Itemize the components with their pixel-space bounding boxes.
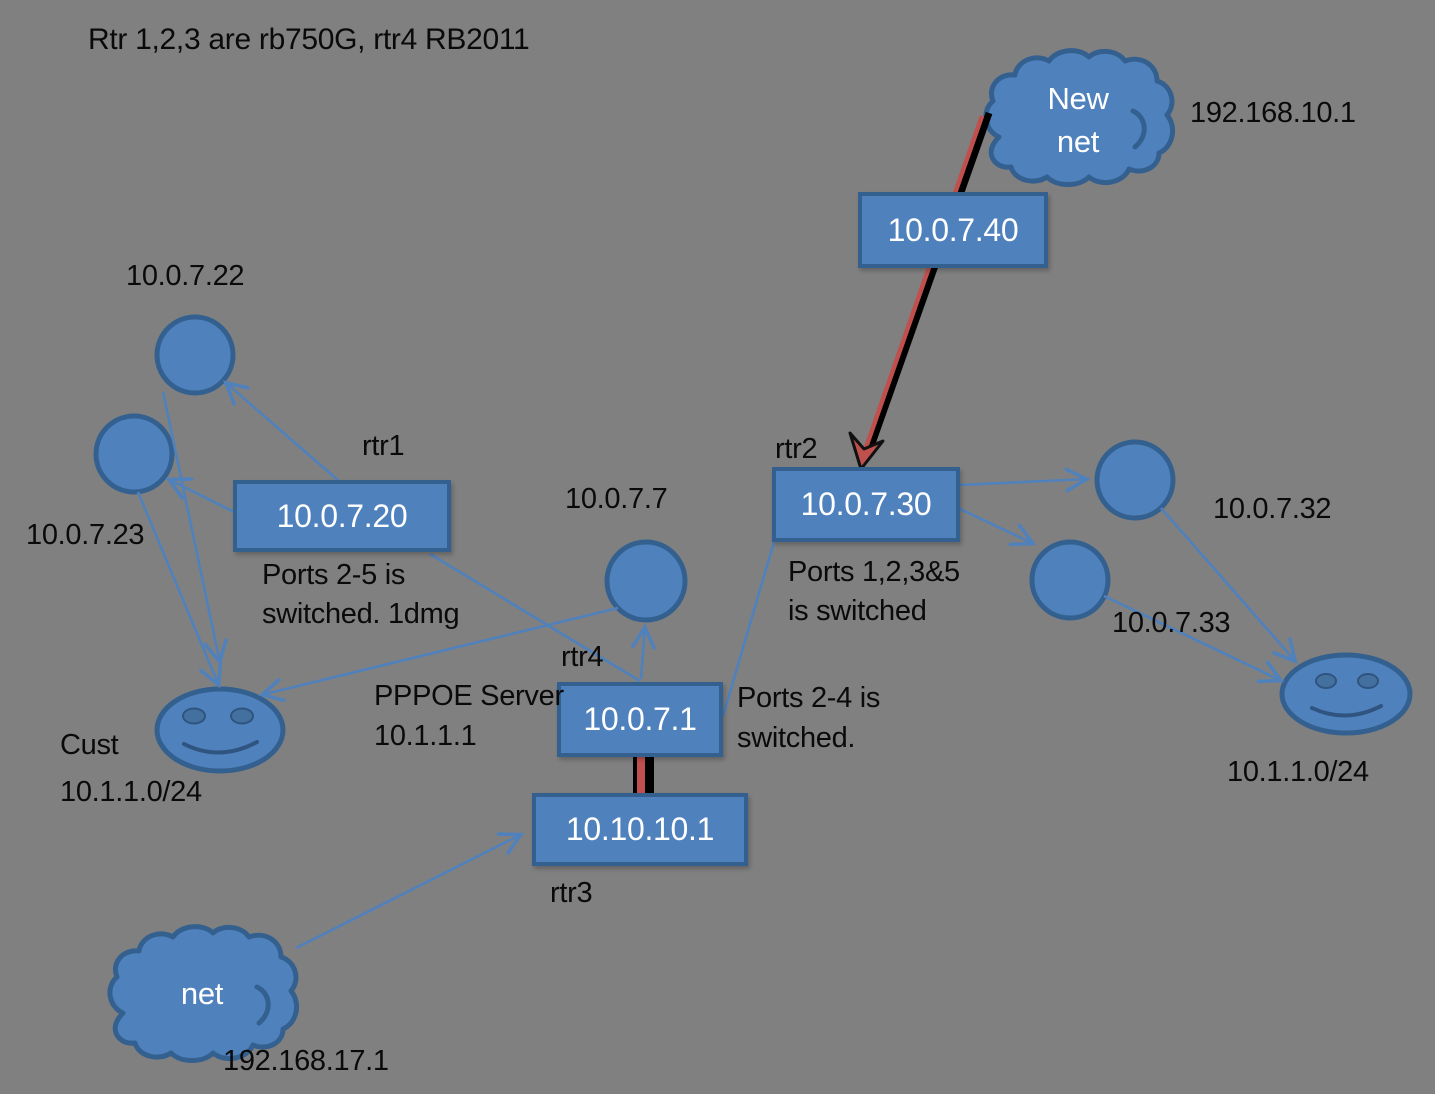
link-ap7-customer bbox=[258, 606, 619, 703]
link-rtr4-ap7 bbox=[631, 623, 656, 680]
ap-circle-10-0-7-7[interactable] bbox=[604, 539, 688, 623]
new-net-cloud-label: New net bbox=[1003, 77, 1153, 163]
customer-smiley-right[interactable] bbox=[1279, 652, 1413, 736]
link-rtr4-rtr3 bbox=[633, 752, 654, 799]
rtr1-note-line1: Ports 2-5 is bbox=[262, 559, 406, 591]
rtr2-box[interactable]: 10.0.7.30 bbox=[772, 467, 960, 542]
rtr1-note-line2: switched. 1dmg bbox=[262, 598, 460, 630]
rtr1-box[interactable]: 10.0.7.20 bbox=[233, 480, 451, 552]
customer-smiley-left[interactable] bbox=[154, 686, 286, 774]
customer-left-line2: 10.1.1.0/24 bbox=[60, 776, 202, 808]
customer-left-line1: Cust bbox=[60, 729, 119, 761]
ap23-label: 10.0.7.23 bbox=[26, 519, 145, 551]
rtr4-pppoe-line1: PPPOE Server bbox=[374, 680, 564, 712]
uplink-newnet-rtr2 bbox=[848, 111, 993, 471]
ap7-label: 10.0.7.7 bbox=[565, 483, 668, 515]
rtr3-label: rtr3 bbox=[550, 877, 593, 909]
rtr4-label: rtr4 bbox=[561, 641, 604, 673]
rtr3-box[interactable]: 10.10.10.1 bbox=[532, 793, 748, 866]
rtr4-note-line2: switched. bbox=[737, 722, 856, 754]
link-rtr1-ap23 bbox=[165, 477, 237, 515]
link-rtr2-ap32 bbox=[959, 467, 1091, 493]
ap-circle-10-0-7-23[interactable] bbox=[93, 413, 175, 495]
customer-right-label: 10.1.1.0/24 bbox=[1227, 756, 1369, 788]
link-rtr1-ap22 bbox=[223, 380, 341, 483]
link-rtr2-rtr4 bbox=[721, 541, 776, 717]
rtr4-box[interactable]: 10.0.7.1 bbox=[557, 682, 723, 757]
link-net-rtr3 bbox=[295, 832, 525, 950]
uplink-box-10-0-7-40[interactable]: 10.0.7.40 bbox=[858, 192, 1048, 268]
rtr2-label: rtr2 bbox=[775, 433, 818, 465]
link-rtr2-ap33 bbox=[957, 506, 1037, 547]
rtr2-note-line1: Ports 1,2,3&5 bbox=[788, 556, 960, 588]
rtr4-pppoe-note: PPPOE Server 10.1.1.1 bbox=[374, 676, 564, 756]
internet-ip-label: 192.168.17.1 bbox=[223, 1045, 389, 1077]
diagram-title: Rtr 1,2,3 are rb750G, rtr4 RB2011 bbox=[88, 23, 530, 56]
ap-circle-10-0-7-32[interactable] bbox=[1094, 439, 1176, 521]
rtr1-label: rtr1 bbox=[362, 430, 405, 462]
link-ap22-customer bbox=[161, 391, 228, 666]
ap22-label: 10.0.7.22 bbox=[126, 260, 245, 292]
ap33-label: 10.0.7.33 bbox=[1112, 607, 1231, 639]
rtr4-note: Ports 2-4 is switched. bbox=[737, 678, 880, 758]
rtr4-pppoe-line2: 10.1.1.1 bbox=[374, 720, 477, 752]
rtr2-note: Ports 1,2,3&5 is switched bbox=[788, 553, 960, 631]
new-net-cloud-label-line2: net bbox=[1056, 124, 1100, 159]
new-net-ip-label: 192.168.10.1 bbox=[1190, 97, 1356, 129]
rtr1-note: Ports 2-5 is switched. 1dmg bbox=[262, 556, 460, 634]
rtr2-note-line2: is switched bbox=[788, 595, 927, 627]
new-net-cloud-label-line1: New bbox=[1047, 81, 1109, 116]
ap-circle-10-0-7-33[interactable] bbox=[1029, 539, 1111, 621]
link-ap23-customer bbox=[136, 491, 223, 689]
link-rtr1-rtr4 bbox=[429, 552, 641, 683]
internet-cloud-label: net bbox=[180, 976, 224, 1011]
ap32-label: 10.0.7.32 bbox=[1213, 493, 1332, 525]
link-ap32-customer bbox=[1160, 507, 1298, 664]
rtr4-note-line1: Ports 2-4 is bbox=[737, 682, 881, 714]
ap-circle-10-0-7-22[interactable] bbox=[154, 314, 236, 396]
customer-left-label: Cust 10.1.1.0/24 bbox=[60, 722, 202, 816]
link-ap33-customer bbox=[1103, 594, 1285, 684]
uplink-arrowhead bbox=[848, 431, 885, 471]
